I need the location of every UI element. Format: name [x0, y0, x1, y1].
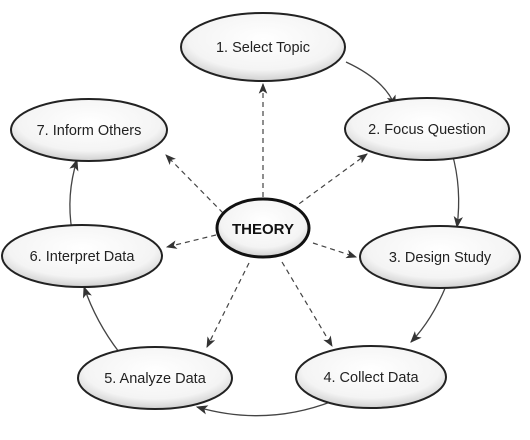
step-label-2: 2. Focus Question — [368, 122, 486, 138]
step-node-3: 3. Design Study — [359, 225, 521, 289]
step-node-4: 4. Collect Data — [295, 345, 447, 409]
step-label-4: 4. Collect Data — [323, 370, 419, 386]
step-node-1: 1. Select Topic — [180, 12, 346, 82]
theory-arrow-to-inform — [165, 154, 224, 214]
theory-arrow-to-collect — [281, 261, 333, 347]
step-label-1: 1. Select Topic — [216, 40, 310, 56]
theory-arrow-to-analyze — [206, 262, 250, 348]
theory-arrow-to-interpret — [165, 234, 217, 249]
theory-arrow-to-design — [312, 242, 358, 259]
theory-label: THEORY — [232, 221, 294, 238]
arrow-analyze-to-interpret — [82, 285, 120, 353]
arrow-select-to-focus — [345, 61, 396, 108]
theory-node: THEORY — [215, 197, 311, 259]
step-label-3: 3. Design Study — [389, 250, 492, 266]
theory-arrow-to-focus — [291, 153, 368, 210]
step-node-6: 6. Interpret Data — [1, 224, 163, 288]
arrow-design-to-collect — [410, 285, 447, 343]
step-node-2: 2. Focus Question — [344, 97, 510, 161]
arrow-focus-to-design — [451, 152, 463, 229]
step-node-7: 7. Inform Others — [10, 98, 168, 162]
arrow-collect-to-analyze — [195, 400, 334, 417]
step-label-7: 7. Inform Others — [37, 123, 142, 139]
step-label-5: 5. Analyze Data — [104, 371, 206, 387]
arrow-interpret-to-inform — [69, 158, 79, 232]
theory-arrows — [165, 82, 368, 348]
step-label-6: 6. Interpret Data — [30, 249, 136, 265]
step-node-5: 5. Analyze Data — [77, 346, 233, 410]
